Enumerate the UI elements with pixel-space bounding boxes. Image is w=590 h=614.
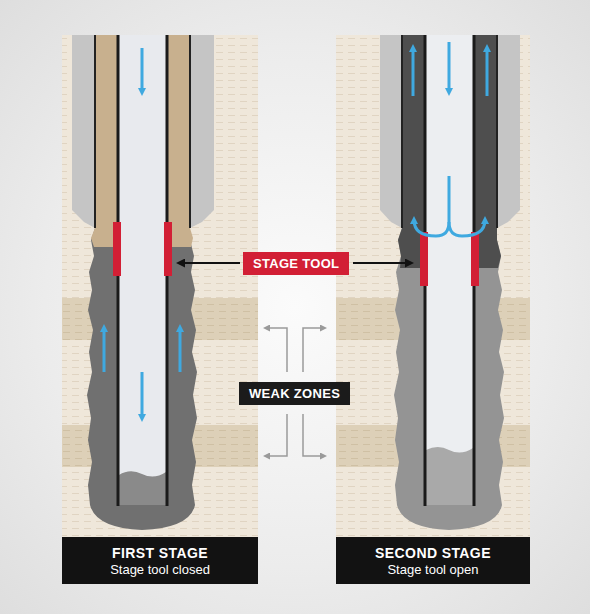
second-stage-well	[336, 35, 530, 537]
leader-line	[353, 262, 410, 264]
first-stage-well	[62, 35, 258, 537]
node-subtitle: Stage tool open	[336, 562, 530, 577]
weak-zones-label: WEAK ZONES	[239, 382, 350, 405]
node-title: WEAK ZONES	[249, 386, 340, 401]
stage-tool-label: STAGE TOOL	[243, 252, 349, 275]
node-title: SECOND STAGE	[336, 545, 530, 561]
node-subtitle: Stage tool closed	[62, 562, 258, 577]
stage-banner: FIRST STAGEStage tool closed	[62, 537, 258, 584]
node-title: STAGE TOOL	[253, 256, 339, 271]
stage-banner: SECOND STAGEStage tool open	[336, 537, 530, 584]
leader-line	[180, 262, 240, 264]
node-title: FIRST STAGE	[62, 545, 258, 561]
